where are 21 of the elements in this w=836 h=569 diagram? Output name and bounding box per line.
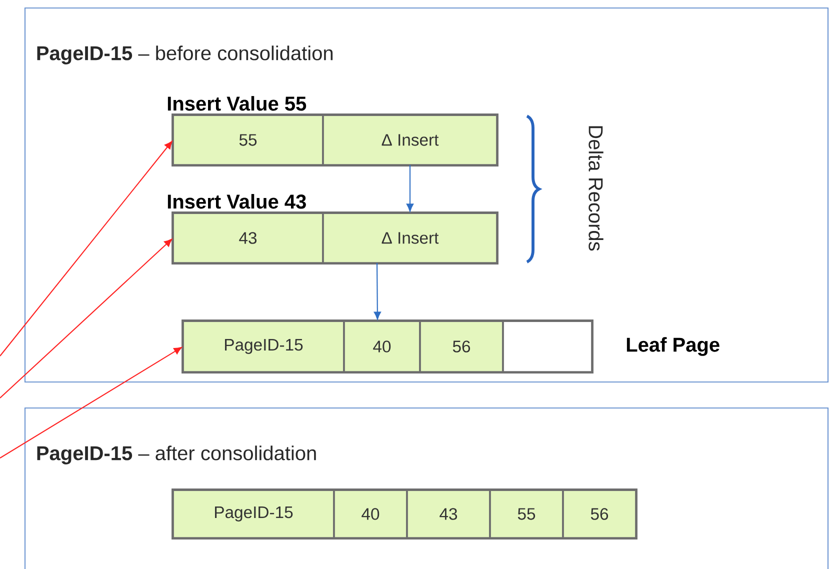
record-cell: 43 [172,212,324,264]
arrow [0,346,182,458]
record-cell: 43 [406,489,491,539]
arrow [0,238,172,398]
arrow [0,140,172,356]
record-cell: 56 [562,489,637,539]
record-cell: 55 [172,114,324,166]
record-cell: 55 [489,489,564,539]
record-cell: Δ Insert [322,212,498,264]
record-cell [502,320,593,373]
node-label: Insert Value 55 [168,96,306,111]
arrow [406,165,414,212]
record-cell: 40 [343,320,421,373]
record-cell: 56 [419,320,504,373]
rotated-label: Delta Records [588,126,604,251]
node-label: Insert Value 43 [168,194,306,209]
record-box [172,488,638,540]
arrow [374,263,381,320]
record-cell: 40 [333,489,408,539]
node-label: Leaf Page [626,337,720,356]
record-cell: Δ Insert [322,114,498,166]
